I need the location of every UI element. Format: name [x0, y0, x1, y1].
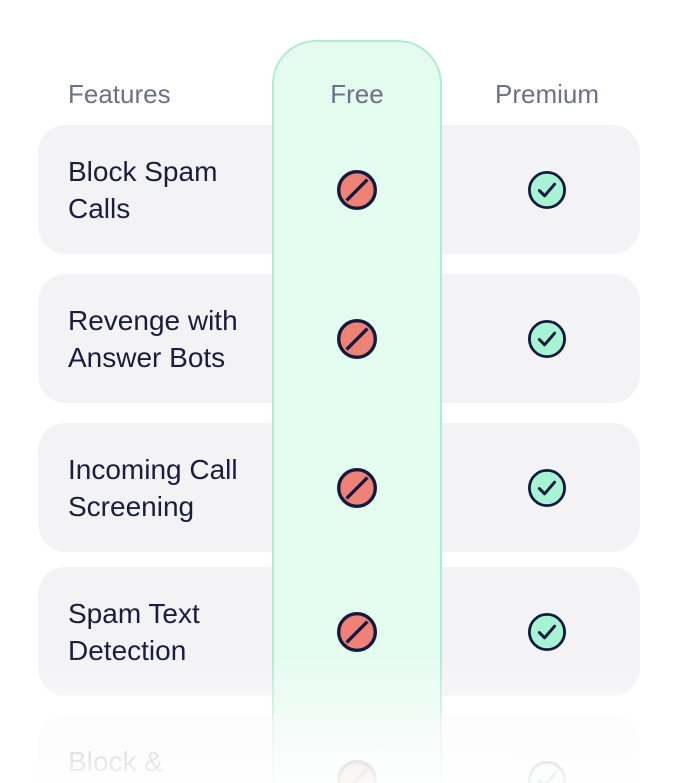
feature-name: Spam Text Detection — [68, 567, 278, 696]
blocked-icon — [337, 318, 377, 359]
column-header-free: Free — [330, 79, 384, 109]
feature-name-text: Block & — [68, 745, 163, 777]
free-cell — [272, 125, 442, 254]
feature-name-text: Incoming Call Screening — [68, 453, 238, 522]
free-cell — [272, 715, 442, 783]
feature-row-spam-text-detection: Spam Text Detection — [38, 567, 640, 696]
premium-cell — [462, 567, 632, 696]
blocked-icon — [337, 169, 377, 210]
check-icon — [527, 612, 567, 651]
feature-name: Revenge with Answer Bots — [68, 274, 278, 403]
premium-cell — [462, 715, 632, 783]
column-header-features: Features — [68, 79, 171, 109]
blocked-icon — [337, 611, 377, 652]
feature-row-block-and-truncated: Block & — [38, 715, 640, 783]
free-cell — [272, 423, 442, 552]
feature-name-text: Revenge with Answer Bots — [68, 304, 238, 373]
feature-row-revenge-answer-bots: Revenge with Answer Bots — [38, 274, 640, 403]
premium-cell — [462, 274, 632, 403]
feature-name: Incoming Call Screening — [68, 423, 278, 552]
check-icon — [527, 468, 567, 507]
feature-name-text: Spam Text Detection — [68, 597, 200, 666]
check-icon — [527, 319, 567, 358]
check-icon — [527, 170, 567, 209]
free-cell — [272, 274, 442, 403]
free-cell — [272, 567, 442, 696]
check-icon — [528, 760, 566, 783]
premium-cell — [462, 125, 632, 254]
feature-row-block-spam-calls: Block Spam Calls — [38, 125, 640, 254]
feature-name: Block & — [68, 715, 278, 783]
premium-cell — [462, 423, 632, 552]
feature-name-text: Block Spam Calls — [68, 155, 218, 224]
blocked-icon — [337, 467, 377, 508]
feature-name: Block Spam Calls — [68, 125, 278, 254]
feature-row-incoming-call-screening: Incoming Call Screening — [38, 423, 640, 552]
column-header-premium: Premium — [494, 79, 599, 109]
blocked-icon — [337, 759, 377, 783]
